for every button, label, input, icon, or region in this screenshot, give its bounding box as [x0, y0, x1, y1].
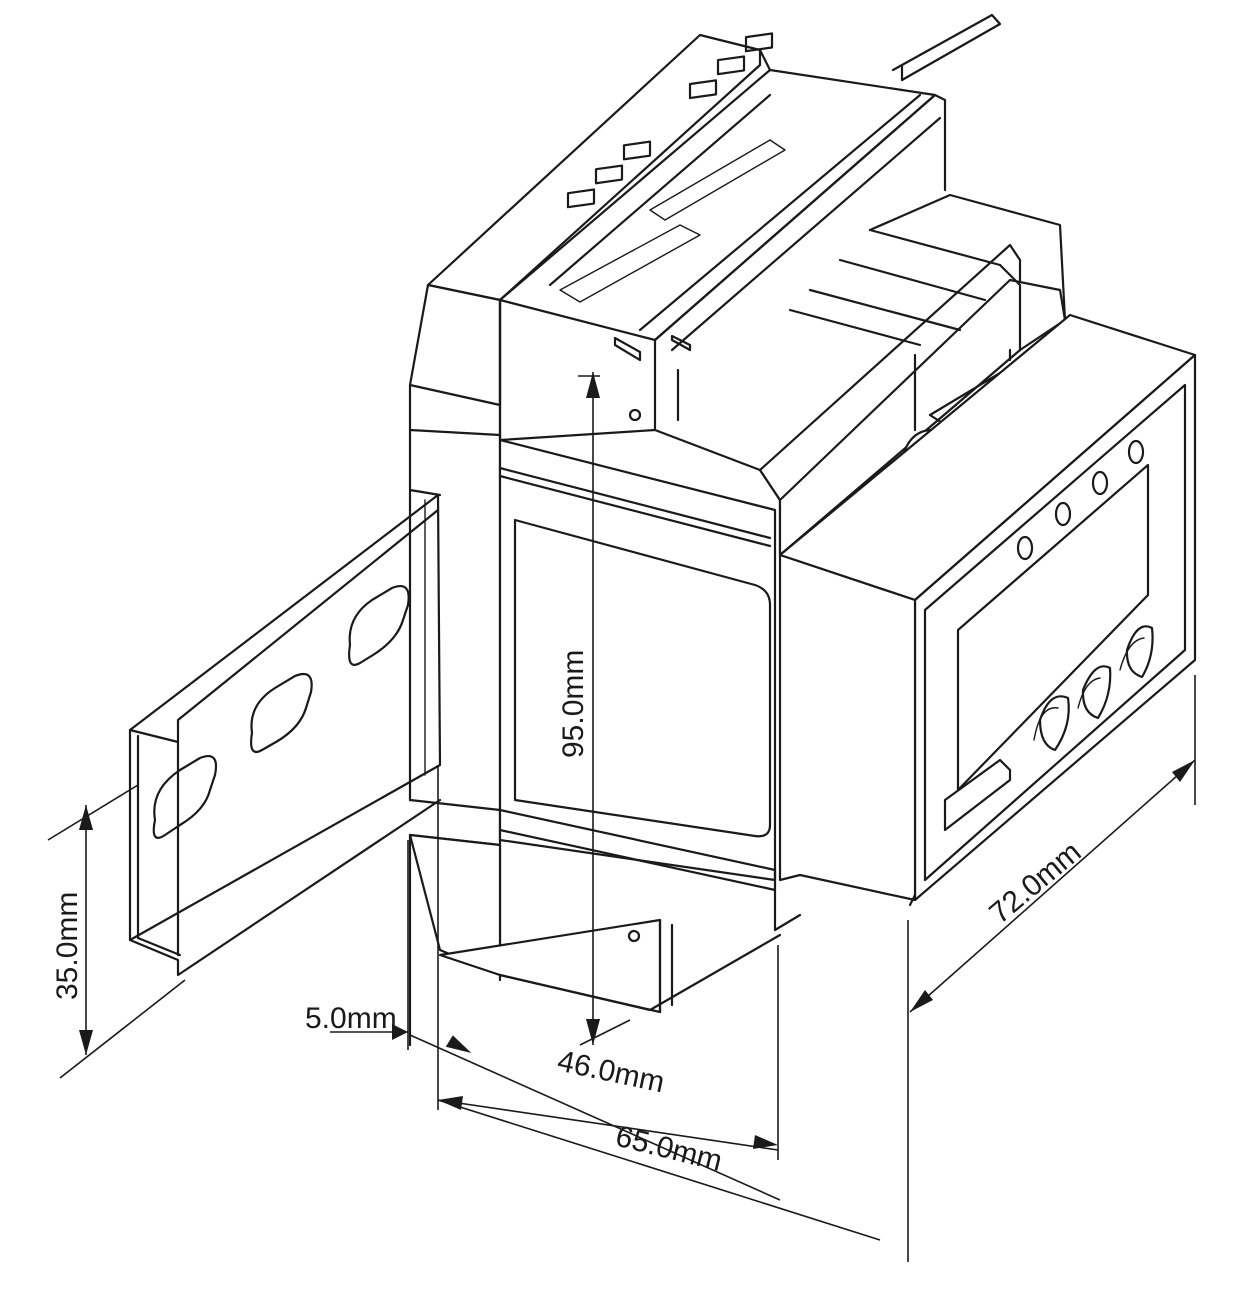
terminal-screw	[566, 188, 596, 209]
dim-depth-body-label: 46.0mm	[555, 1045, 668, 1100]
dim-height-label: 95.0mm	[557, 650, 590, 758]
terminal-block-top	[498, 32, 947, 502]
dim-width-label: 72.0mm	[983, 835, 1087, 930]
terminal-screw	[622, 140, 652, 161]
dimension-lines	[47, 372, 1196, 1262]
led-indicator	[1127, 439, 1145, 465]
terminal-screw	[716, 55, 746, 76]
terminal-screw	[744, 32, 774, 53]
led-indicator	[1016, 535, 1034, 561]
rail-slot	[348, 584, 410, 666]
terminal-screw	[688, 79, 718, 100]
rail-slot	[152, 754, 218, 839]
meter-front-panel	[778, 313, 1197, 907]
dim-rail-height-label: 35.0mm	[51, 892, 84, 1000]
dim-depth-total-label: 65.0mm	[612, 1120, 725, 1178]
dim-rail-offset-label: 5.0mm	[305, 1002, 397, 1035]
led-indicator	[1091, 470, 1109, 496]
label-window	[513, 518, 772, 838]
front-button	[1081, 665, 1112, 720]
rail-slot	[250, 672, 313, 754]
terminal-screw	[594, 164, 624, 185]
display-window	[956, 463, 1150, 792]
meter-housing-left	[408, 33, 802, 1047]
front-button	[1038, 695, 1070, 752]
front-button	[1125, 625, 1154, 679]
led-indicator	[1054, 501, 1072, 527]
din-rail	[128, 13, 1002, 977]
